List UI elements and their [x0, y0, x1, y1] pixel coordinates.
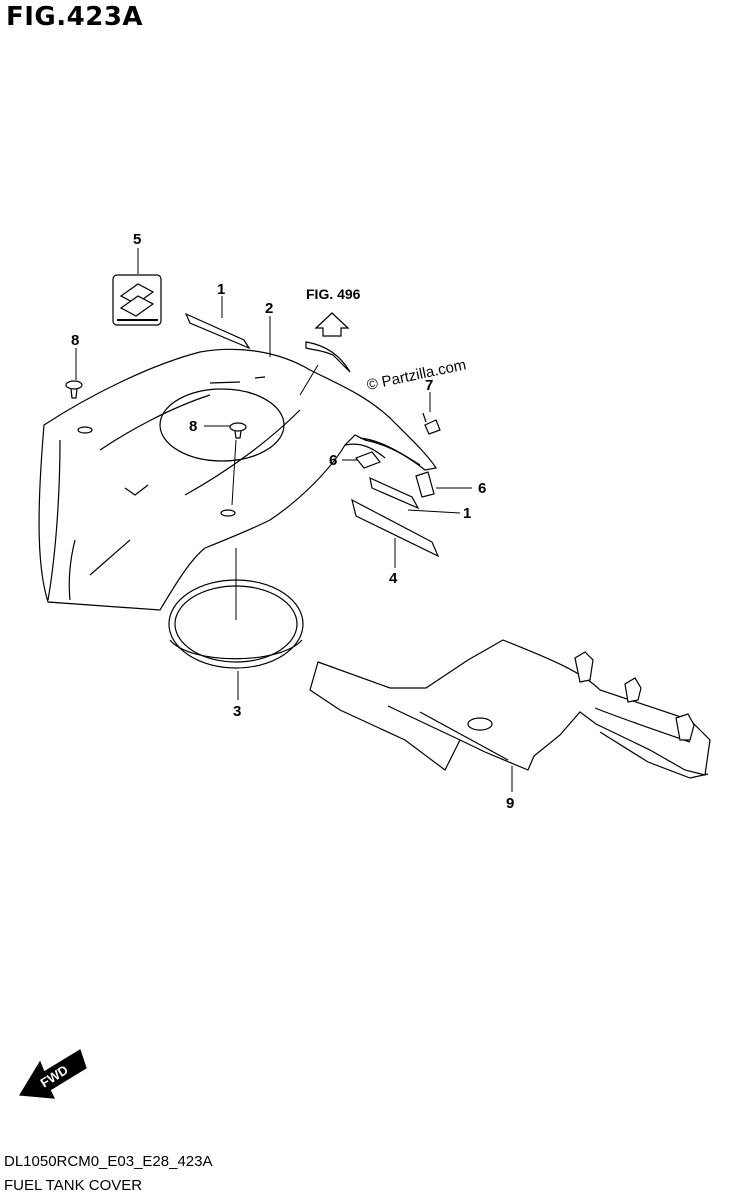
emblem-badge-part — [112, 274, 162, 326]
fuel-tank-cover-part — [38, 348, 437, 611]
forward-arrow-icon — [18, 1049, 87, 1099]
screw-part-left — [65, 380, 83, 399]
cushion-strip-part — [351, 498, 440, 558]
reference-piece-part — [305, 341, 351, 373]
watermark-text: © Partzilla.com — [365, 356, 467, 394]
section-name: FUEL TANK COVER — [4, 1177, 143, 1194]
lower-tray-part — [309, 639, 711, 779]
strip-part-upper — [184, 312, 251, 350]
callout-2: 2 — [265, 300, 273, 317]
callout-3: 3 — [233, 703, 241, 720]
strip-part-lower — [369, 476, 420, 510]
pad-part-left — [355, 451, 381, 469]
screw-part-center — [229, 422, 247, 439]
callout-9: 9 — [506, 795, 514, 812]
callout-4: 4 — [389, 570, 398, 587]
model-code: DL1050RCM0_E03_E28_423A — [4, 1153, 213, 1170]
leader-lines — [75, 248, 513, 792]
callout-5: 5 — [133, 231, 141, 248]
reference-figure-label: FIG. 496 — [306, 286, 361, 302]
callout-1-lower: 1 — [463, 505, 471, 522]
figure-title: FIG.423A — [6, 2, 144, 32]
callout-8-left: 8 — [71, 332, 79, 349]
callout-8-center: 8 — [189, 418, 197, 435]
pad-part-right — [415, 471, 435, 498]
bolt-part — [422, 412, 441, 435]
callout-6-left: 6 — [329, 452, 337, 469]
callout-7: 7 — [425, 377, 433, 394]
callout-1-upper: 1 — [217, 281, 225, 298]
reference-arrow-icon — [314, 312, 350, 337]
callout-6-right: 6 — [478, 480, 486, 497]
